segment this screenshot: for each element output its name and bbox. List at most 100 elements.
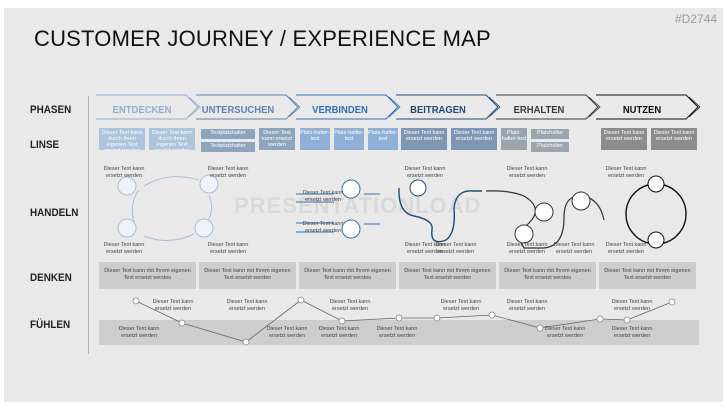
emotion-line bbox=[135, 299, 673, 343]
phase-chevron bbox=[196, 94, 299, 120]
emotion-point bbox=[297, 296, 305, 304]
phase-label-entdecken: ENTDECKEN bbox=[112, 104, 172, 116]
slide-code: #D2744 bbox=[674, 12, 717, 26]
phase-chevron-accent bbox=[488, 96, 501, 118]
phase-chevron-accent bbox=[588, 96, 601, 118]
handeln-text: Dieser Text kann ersetzt werden bbox=[553, 242, 595, 255]
lens-box: Dieser Text kann ersetzt werden bbox=[651, 128, 697, 150]
emotion-point bbox=[132, 297, 140, 305]
lens-box: Dieser Text kann durch Ihren eigenen Tex… bbox=[99, 128, 145, 150]
lens-box: Dieser Text kann durch Ihren eigenen Tex… bbox=[149, 128, 195, 150]
phase-label-verbinden: VERBINDEN bbox=[312, 104, 368, 116]
handeln-text: Dieser Text kann ersetzt werden bbox=[506, 242, 548, 255]
phone-icon bbox=[194, 218, 214, 238]
lens-box: Platz-halter-text bbox=[501, 128, 527, 150]
emotion-point bbox=[178, 319, 186, 327]
lens-box: Textplatzhalter bbox=[201, 129, 255, 139]
handeln-text: Dieser Text kann ersetzt werden bbox=[506, 166, 548, 179]
handeln-text: Dieser Text kann ersetzt werden bbox=[302, 221, 344, 234]
slide-title: CUSTOMER JOURNEY / EXPERIENCE MAP bbox=[34, 26, 491, 51]
handeln-text: Dieser Text kann ersetzt werden bbox=[103, 166, 145, 179]
phase-chevron bbox=[296, 94, 399, 120]
phase-chevron-accent bbox=[288, 96, 301, 118]
fuehlen-line bbox=[132, 296, 676, 346]
divider-line bbox=[88, 96, 89, 354]
lens-box: Platz-halter-text bbox=[334, 128, 364, 150]
lens-box: Dieser Text kann ersetzt werden bbox=[259, 128, 295, 150]
handeln-text: Dieser Text kann ersetzt werden bbox=[302, 190, 344, 203]
fuehlen-text: Dieser Text kann ersetzt werden bbox=[611, 299, 653, 312]
emotion-point bbox=[668, 298, 676, 306]
fuehlen-text: Dieser Text kann ersetzt werden bbox=[544, 326, 586, 339]
fuehlen-text: Dieser Text kann ersetzt werden bbox=[611, 326, 653, 339]
phase-label-nutzen: NUTZEN bbox=[622, 104, 662, 116]
emotion-point bbox=[536, 324, 544, 332]
verbinden-icons bbox=[341, 179, 361, 239]
fuehlen-band bbox=[99, 320, 699, 345]
denken-box: Dieser Text kann mit Ihrem eigenen Text … bbox=[499, 262, 596, 289]
phase-label-erhalten: ERHALTEN bbox=[513, 104, 565, 116]
phase-chevron-accent bbox=[388, 96, 401, 118]
phase-label-untersuchen: UNTERSUCHEN bbox=[201, 104, 275, 116]
phase-chevrons bbox=[96, 94, 701, 120]
smiley-icon bbox=[647, 175, 665, 193]
emotion-point bbox=[338, 317, 346, 325]
handeln-text: Dieser Text kann ersetzt werden bbox=[435, 242, 477, 255]
handeln-text: Dieser Text kann ersetzt werden bbox=[207, 242, 249, 255]
row-label-phasen: PHASEN bbox=[30, 104, 72, 116]
row-label-handeln: HANDELN bbox=[30, 207, 79, 219]
fuehlen-text: Dieser Text kann ersetzt werden bbox=[226, 299, 268, 312]
emotion-point bbox=[395, 314, 403, 322]
nutzen-icons bbox=[647, 175, 665, 249]
denken-box: Dieser Text kann mit Ihrem eigenen Text … bbox=[99, 262, 196, 289]
phase-chevron bbox=[96, 94, 199, 120]
erhalten-icons bbox=[514, 191, 591, 244]
lens-box: Dieser Text kann ersetzt werden bbox=[451, 128, 497, 150]
handeln-text: Dieser Text kann ersetzt werden bbox=[404, 166, 446, 179]
denken-box: Dieser Text kann mit Ihrem eigenen Text … bbox=[199, 262, 296, 289]
fuehlen-text: Dieser Text kann ersetzt werden bbox=[118, 326, 160, 339]
emotion-points bbox=[132, 296, 676, 346]
lens-box: Platz-halter-text bbox=[300, 128, 330, 150]
lens-box: Dieser Text kann ersetzt werden bbox=[401, 128, 447, 150]
device-icons-cycle bbox=[117, 174, 219, 238]
handeln-text: Dieser Text kann ersetzt werden bbox=[605, 166, 647, 179]
phase-chevron-accent bbox=[688, 96, 701, 118]
tablet-icon bbox=[199, 174, 219, 194]
fuehlen-text: Dieser Text kann ersetzt werden bbox=[440, 299, 482, 312]
denken-box: Dieser Text kann mit Ihrem eigenen Text … bbox=[399, 262, 496, 289]
chat-icon bbox=[117, 218, 137, 238]
handeln-text: Dieser Text kann ersetzt werden bbox=[103, 242, 145, 255]
fuehlen-text: Dieser Text kann ersetzt werden bbox=[506, 299, 548, 312]
handeln-graphics bbox=[117, 174, 687, 249]
watermark: PRESENTATIONLOAD bbox=[234, 193, 482, 218]
fuehlen-text: Dieser Text kann ersetzt werden bbox=[376, 326, 418, 339]
smiley-icon bbox=[409, 179, 427, 197]
phase-chevron bbox=[496, 94, 599, 120]
fuehlen-text: Dieser Text kann ersetzt werden bbox=[266, 326, 308, 339]
row-label-denken: DENKEN bbox=[30, 272, 72, 284]
calendar-icon bbox=[647, 231, 665, 249]
handeln-text: Dieser Text kann ersetzt werden bbox=[207, 166, 249, 179]
lens-box: Platzhalter bbox=[531, 129, 569, 139]
phase-label-beitragen: BEITRAGEN bbox=[410, 104, 466, 116]
emotion-point bbox=[242, 338, 250, 346]
laptop-icon bbox=[341, 179, 361, 199]
row-label-linse: LINSE bbox=[30, 139, 60, 151]
emotion-point bbox=[596, 315, 604, 323]
laptop-icon bbox=[514, 224, 534, 244]
laptop-icon bbox=[117, 176, 137, 196]
emotion-point bbox=[433, 314, 441, 322]
lens-box: Platzhalter bbox=[531, 142, 569, 152]
lens-box: Platz-halter-text bbox=[368, 128, 398, 150]
fuehlen-text: Dieser Text kann ersetzt werden bbox=[318, 326, 360, 339]
emotion-point bbox=[623, 316, 631, 324]
lens-box: Textplatzhalter bbox=[201, 142, 255, 152]
row-label-fuehlen: FÜHLEN bbox=[30, 319, 71, 331]
denken-box: Dieser Text kann mit Ihrem eigenen Text … bbox=[299, 262, 396, 289]
phase-chevron bbox=[596, 94, 699, 120]
emotion-point bbox=[488, 311, 496, 319]
phase-chevron bbox=[396, 94, 499, 120]
verbinden-arrows bbox=[296, 193, 380, 233]
handeln-text: Dieser Text kann ersetzt werden bbox=[605, 242, 647, 255]
